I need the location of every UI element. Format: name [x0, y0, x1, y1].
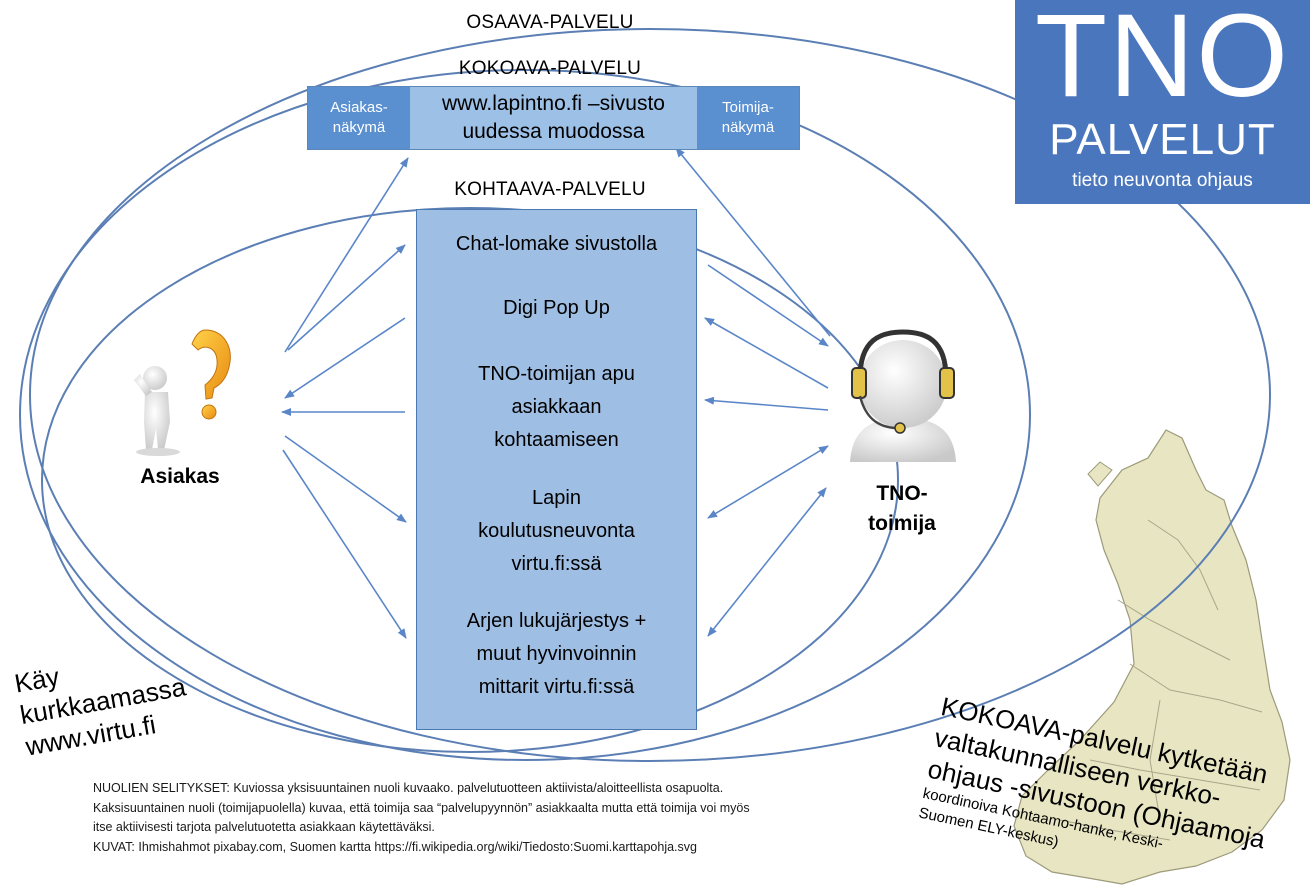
middle-ellipse-label: KOKOAVA-PALVELU	[458, 58, 642, 79]
outer-ellipse-label: OSAAVA-PALVELU	[466, 12, 634, 33]
service-digi-pop-up: Digi Pop Up	[503, 297, 610, 319]
footnote: NUOLIEN SELITYKSET: Kuviossa yksisuuntai…	[93, 781, 750, 854]
inner-ellipse	[41, 207, 899, 753]
logo-tagline: tieto neuvonta ohjaus	[1072, 170, 1253, 191]
service-education-counseling: Lapin koulutusneuvonta virtu.fi:ssä	[478, 487, 635, 575]
service-chat-form: Chat-lomake sivustolla	[455, 233, 658, 255]
services-box: Chat-lomake sivustolla Digi Pop Up TNO-t…	[416, 209, 697, 730]
logo-subtitle: PALVELUT	[1049, 115, 1276, 164]
service-tno-help: TNO-toimijan apu asiakkaan kohtaamiseen	[478, 363, 635, 451]
operator-view-box: Toimija- näkymä	[697, 87, 799, 149]
inner-ellipse-label: KOHTAAVA-PALVELU	[454, 179, 646, 200]
outer-ellipse	[29, 28, 1271, 762]
service-daily-schedule: Arjen lukujärjestys + muut hyvinvoinnin …	[466, 610, 647, 698]
customer-figure-icon	[134, 329, 231, 456]
website-bar: Asiakas- näkymä www.lapintno.fi –sivusto…	[307, 86, 800, 150]
tno-logo: TNO PALVELUT tieto neuvonta ohjaus	[1015, 0, 1310, 204]
logo-title: TNO	[1034, 0, 1291, 122]
finland-map	[1013, 429, 1291, 885]
operator-figure-icon	[850, 329, 956, 462]
customer-label: Asiakas	[140, 465, 220, 488]
customer-view-box: Asiakas- näkymä	[308, 87, 410, 149]
middle-ellipse	[19, 69, 1031, 761]
operator-label: TNO- toimija	[868, 482, 936, 535]
website-label: www.lapintno.fi –sivusto uudessa muodoss…	[442, 92, 665, 143]
